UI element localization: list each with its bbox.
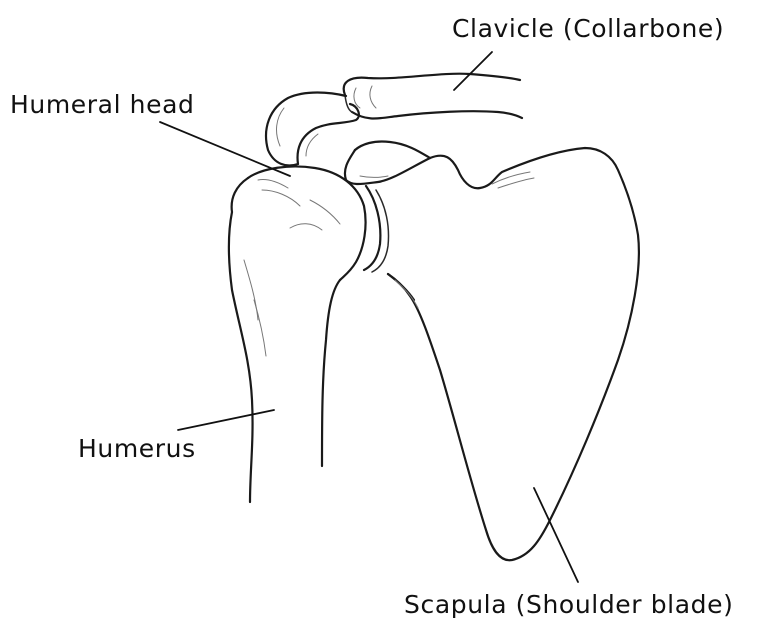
humerus-bone [229,166,366,502]
scapula-label: Scapula (Shoulder blade) [404,590,733,619]
humerus-label: Humerus [78,434,196,463]
humeral-head-label: Humeral head [10,90,194,119]
humeral-head-leader-line [160,122,290,176]
acromion-process [266,93,359,166]
scapula-bone [345,141,639,560]
clavicle-bone [344,74,522,119]
clavicle-leader-line [454,52,492,90]
clavicle-label: Clavicle (Collarbone) [452,14,724,43]
humerus-leader-line [178,410,274,430]
glenoid-rim [364,186,389,272]
